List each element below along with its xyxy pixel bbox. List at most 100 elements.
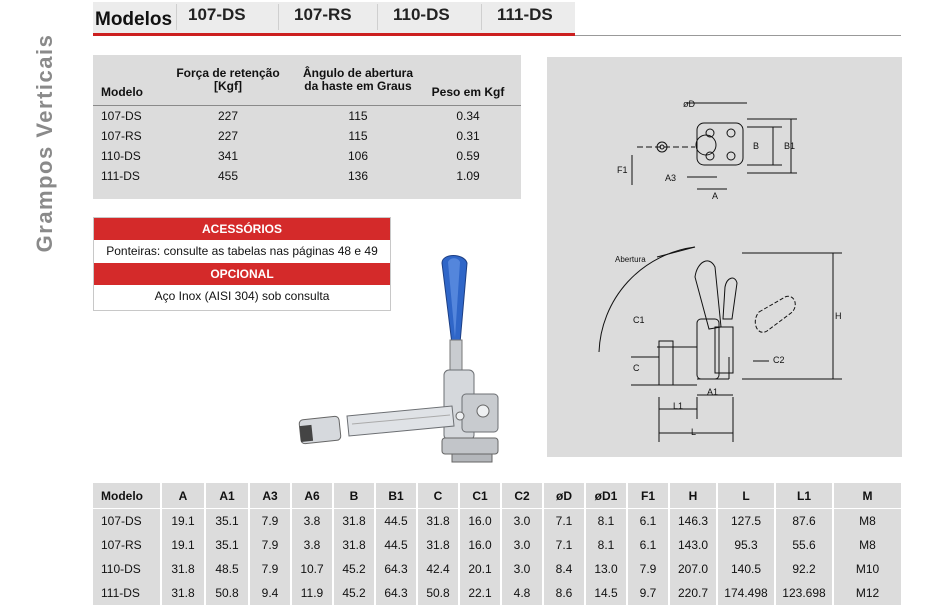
accessories-box: ACESSÓRIOS Ponteiras: consulte as tabela… bbox=[93, 217, 391, 311]
dim-cell: 3.0 bbox=[501, 557, 544, 581]
dim-col-header: C1 bbox=[459, 483, 502, 509]
label-abertura: Abertura bbox=[615, 255, 646, 264]
dim-cell: 207.0 bbox=[669, 557, 718, 581]
tab-separator bbox=[176, 4, 177, 30]
dim-col-header: F1 bbox=[627, 483, 670, 509]
dim-cell: 22.1 bbox=[459, 581, 502, 605]
dim-cell: M8 bbox=[859, 514, 876, 528]
angle-cell: 136 bbox=[347, 169, 369, 183]
dim-cell: 55.6 bbox=[775, 533, 834, 557]
dim-cell: 107-RS bbox=[93, 533, 162, 557]
dim-col-header: øD bbox=[543, 483, 586, 509]
dim-cell: 143.0 bbox=[669, 533, 718, 557]
dim-cell: 110-DS bbox=[93, 557, 162, 581]
dimensions-row: 110-DS 31.8 48.5 7.9 10.7 45.2 64.3 42.4… bbox=[93, 557, 901, 581]
dim-cell: 7.9 bbox=[249, 557, 292, 581]
tab-separator bbox=[278, 4, 279, 30]
tab-110-ds[interactable]: 110-DS bbox=[393, 5, 450, 24]
dim-cell: 20.1 bbox=[459, 557, 502, 581]
dim-cell: 14.5 bbox=[585, 581, 628, 605]
dim-cell: 45.2 bbox=[333, 557, 376, 581]
dim-cell: 10.7 bbox=[291, 557, 334, 581]
dim-col-header: L bbox=[717, 483, 776, 509]
dim-cell: 16.0 bbox=[459, 508, 502, 533]
model-tabs-bar bbox=[93, 2, 575, 33]
dim-cell: 127.5 bbox=[717, 508, 776, 533]
label-c: C bbox=[633, 363, 640, 373]
dim-cell: 9.7 bbox=[627, 581, 670, 605]
dim-col-header: L1 bbox=[775, 483, 834, 509]
dim-cell: 8.4 bbox=[543, 557, 586, 581]
dim-cell: 6.1 bbox=[627, 533, 670, 557]
force-cell: 455 bbox=[217, 169, 239, 183]
tab-107-ds[interactable]: 107-DS bbox=[188, 5, 246, 24]
label-a: A bbox=[712, 191, 719, 201]
optional-title: OPCIONAL bbox=[94, 263, 390, 285]
model-cell: 107-RS bbox=[101, 129, 142, 143]
weight-cell: 1.09 bbox=[456, 169, 480, 183]
dim-cell: 50.8 bbox=[417, 581, 460, 605]
dim-cell: 35.1 bbox=[205, 508, 250, 533]
specs-table-panel: Modelo Força de retenção [Kgf] Ângulo de… bbox=[93, 55, 521, 199]
dim-cell: 3.0 bbox=[501, 508, 544, 533]
dim-cell: 146.3 bbox=[669, 508, 718, 533]
dimensions-header-row: Modelo A A1 A3 A6 B B1 C C1 C2 øD øD1 F1… bbox=[93, 483, 901, 509]
accessories-text: Ponteiras: consulte as tabelas nas págin… bbox=[106, 244, 378, 258]
label-a3: A3 bbox=[665, 173, 677, 183]
dim-cell: M12 bbox=[855, 586, 880, 600]
weight-cell: 0.59 bbox=[456, 149, 480, 163]
technical-drawing-panel: øD B B1 F1 A3 A Abertura H C1 C C2 A1 L1… bbox=[547, 57, 902, 457]
dim-col-header: H bbox=[669, 483, 718, 509]
dim-cell: 64.3 bbox=[375, 581, 418, 605]
col-header-weight: Peso em Kgf bbox=[431, 85, 505, 99]
specs-table: Modelo Força de retenção [Kgf] Ângulo de… bbox=[93, 55, 521, 186]
dim-cell: 6.1 bbox=[627, 508, 670, 533]
optional-text: Aço Inox (AISI 304) sob consulta bbox=[154, 289, 330, 303]
dim-cell: 140.5 bbox=[717, 557, 776, 581]
dimensions-row: 107-RS 19.1 35.1 7.9 3.8 31.8 44.5 31.8 … bbox=[93, 533, 901, 557]
models-heading: Modelos bbox=[95, 9, 173, 30]
dimensions-table: Modelo A A1 A3 A6 B B1 C C1 C2 øD øD1 F1… bbox=[93, 483, 901, 605]
sidebar-title: Grampos Verticais bbox=[30, 8, 60, 278]
clamp-product-image bbox=[298, 255, 499, 463]
dim-cell: 19.1 bbox=[161, 533, 206, 557]
col-header-angle: Ângulo de abertura da haste em Graus bbox=[302, 66, 413, 93]
tab-111-ds[interactable]: 111-DS bbox=[497, 5, 553, 24]
tab-separator bbox=[481, 4, 482, 30]
dim-cell: 123.698 bbox=[775, 581, 834, 605]
technical-drawing bbox=[598, 102, 842, 442]
dim-cell: 111-DS bbox=[93, 581, 162, 605]
tab-107-rs[interactable]: 107-RS bbox=[294, 5, 352, 24]
dim-cell: 64.3 bbox=[375, 557, 418, 581]
tab-separator bbox=[377, 4, 378, 30]
dim-cell: 45.2 bbox=[333, 581, 376, 605]
dim-col-header: M bbox=[833, 483, 901, 509]
dim-cell: 7.9 bbox=[249, 508, 292, 533]
dim-cell: 4.8 bbox=[501, 581, 544, 605]
dim-cell: 50.8 bbox=[205, 581, 250, 605]
angle-cell: 115 bbox=[348, 129, 368, 143]
label-l1: L1 bbox=[673, 401, 684, 411]
accessories-title: ACESSÓRIOS bbox=[94, 218, 390, 240]
model-cell: 107-DS bbox=[101, 109, 142, 123]
dim-cell: 44.5 bbox=[375, 533, 418, 557]
col-header-force: Força de retenção [Kgf] bbox=[176, 66, 280, 93]
label-a1: A1 bbox=[707, 387, 719, 397]
label-c2: C2 bbox=[773, 355, 785, 365]
weight-cell: 0.34 bbox=[456, 109, 480, 123]
dim-col-header: B bbox=[333, 483, 376, 509]
dim-cell: 11.9 bbox=[291, 581, 334, 605]
dim-cell: 7.1 bbox=[543, 533, 586, 557]
label-b: B bbox=[753, 141, 760, 151]
dim-cell: 9.4 bbox=[249, 581, 292, 605]
dim-cell: 31.8 bbox=[333, 508, 376, 533]
label-c1: C1 bbox=[633, 315, 645, 325]
dim-cell: 16.0 bbox=[459, 533, 502, 557]
dim-cell: 3.8 bbox=[291, 533, 334, 557]
dim-cell: 35.1 bbox=[205, 533, 250, 557]
label-h: H bbox=[835, 311, 842, 321]
dim-col-header: C2 bbox=[501, 483, 544, 509]
dim-cell: 95.3 bbox=[717, 533, 776, 557]
dim-cell: 13.0 bbox=[585, 557, 628, 581]
col-header-model: Modelo bbox=[101, 85, 143, 99]
